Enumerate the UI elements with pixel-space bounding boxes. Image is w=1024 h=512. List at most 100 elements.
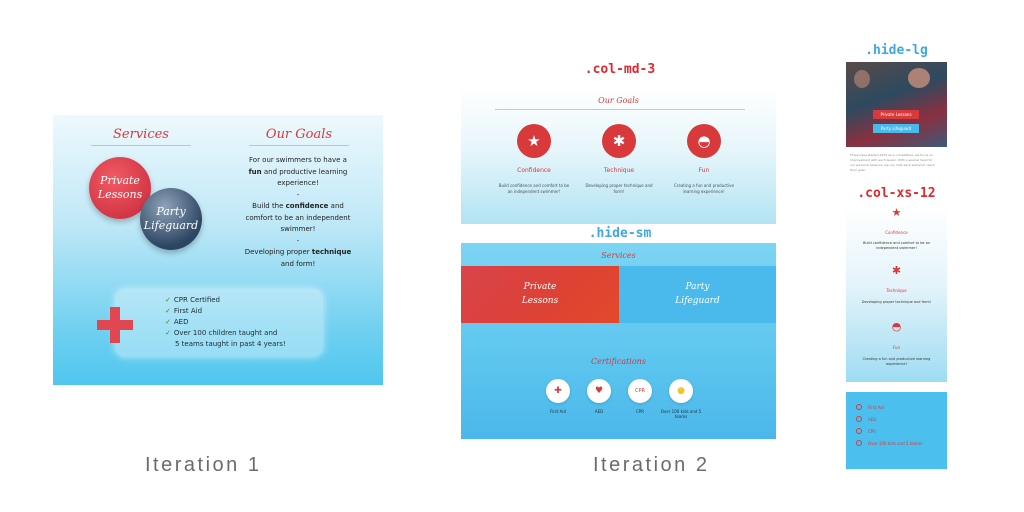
goals-line-start: Developing proper bbox=[244, 248, 312, 256]
intro-line: Three have started 2015 as a competitive… bbox=[850, 153, 933, 157]
mobile-goal-fun-label: Fun bbox=[892, 345, 901, 350]
swimmer-figure bbox=[908, 68, 930, 88]
desc-line: Creating a fun and productive bbox=[674, 183, 734, 188]
intro-line: improvement with each lesson. With a spe… bbox=[850, 158, 933, 162]
goals-line: Developing proper technique bbox=[233, 247, 363, 259]
intro-line: their goal! bbox=[850, 168, 866, 172]
goal-fun-label: Fun bbox=[698, 167, 710, 174]
col-md-3-tag: .col-md-3 bbox=[584, 62, 656, 77]
swimmer-figure bbox=[854, 70, 870, 88]
swimmer-icon: ◓ bbox=[891, 320, 902, 333]
desc-line: learning experience! bbox=[683, 189, 725, 194]
goal-fun: ◓ bbox=[687, 124, 721, 158]
hero-private-lessons-button[interactable]: Private Lessons bbox=[873, 110, 919, 119]
goal-technique: ✱ bbox=[602, 124, 636, 158]
desc-line: an independent swimmer! bbox=[507, 189, 561, 194]
hide-lg-tag: .hide-lg bbox=[865, 43, 928, 58]
cert-label: 5 teams taught in past 4 years! bbox=[175, 340, 286, 348]
label-line: teams bbox=[674, 414, 688, 419]
certifications-box bbox=[115, 289, 323, 357]
label-line: Lessons bbox=[521, 296, 559, 306]
desc-line: Creating a fun and productive learning bbox=[862, 357, 931, 361]
swimmer-glyph: ◓ bbox=[697, 132, 711, 150]
cross-icon: ✚ bbox=[546, 379, 570, 403]
heart-icon: ♥ bbox=[587, 379, 611, 403]
cert-label: AED bbox=[173, 318, 189, 326]
check-icon: ✓ bbox=[165, 318, 171, 326]
services-rule bbox=[91, 145, 191, 146]
mobile-goals-panel: ★ Confidence Build confidence and comfor… bbox=[846, 206, 947, 382]
cpr-icon: CPR bbox=[628, 379, 652, 403]
goal-technique-label: Technique bbox=[603, 167, 635, 174]
mobile-goal-confidence-label: Confidence bbox=[885, 230, 908, 235]
mobile-cert-label: First Aid bbox=[868, 404, 885, 410]
hero-party-lifeguard-button[interactable]: Party Lifeguard bbox=[873, 124, 919, 133]
mobile-cert-label: CPR bbox=[868, 428, 876, 434]
desc-line: independent swimmer! bbox=[876, 246, 917, 250]
desc-line: experience! bbox=[886, 362, 907, 366]
mobile-cert-item: Over 100 kids and 5 teams bbox=[856, 440, 944, 446]
goals-line: Build the confidence and bbox=[233, 201, 363, 213]
desc-line: form! bbox=[613, 189, 625, 194]
mobile-goal-technique-desc: Developing proper technique and form! bbox=[861, 300, 932, 304]
certifications-heading: Certifications bbox=[591, 357, 646, 366]
mobile-cert-label: AED bbox=[868, 416, 877, 422]
cpr-glyph: CPR bbox=[635, 388, 645, 394]
certifications-list: ✓CPR Certified ✓First Aid ✓AED ✓Over 100… bbox=[165, 295, 325, 350]
services-heading: Services bbox=[113, 127, 169, 142]
col-xs-12-tag: .col-xs-12 bbox=[857, 186, 936, 201]
award-icon: ● bbox=[669, 379, 693, 403]
label-line: Party bbox=[685, 282, 710, 292]
private-lessons-label-1: Private bbox=[100, 174, 140, 187]
cert-first-aid: ✚ bbox=[546, 379, 570, 403]
goals-rule bbox=[495, 109, 745, 110]
cross-icon bbox=[856, 404, 862, 410]
mobile-goal-technique-label: Technique bbox=[886, 288, 907, 293]
check-icon: ✓ bbox=[165, 307, 171, 315]
iteration1-label: Iteration 1 bbox=[145, 454, 262, 476]
goals-line: For our swimmers to have a bbox=[249, 156, 347, 164]
goals-line-rest: and bbox=[328, 202, 344, 210]
desc-line: Build confidence and comfort to be bbox=[498, 183, 570, 188]
goals-technique: technique bbox=[311, 248, 352, 256]
cert-item: ✓CPR Certified bbox=[165, 295, 325, 306]
star-icon: ★ bbox=[891, 206, 902, 219]
private-lessons-label-2: Lessons bbox=[97, 188, 143, 201]
star-icon: ★ bbox=[517, 124, 551, 158]
label-line: Lifeguard bbox=[675, 296, 720, 306]
goals-line: comfort to be an independent bbox=[245, 213, 351, 222]
heart-glyph: ♥ bbox=[594, 386, 604, 396]
cert-aed-label: AED bbox=[594, 409, 604, 414]
cpr-icon bbox=[856, 428, 862, 434]
heart-icon bbox=[856, 416, 862, 422]
check-icon: ✓ bbox=[165, 329, 171, 337]
cert-label: Over 100 children taught and bbox=[173, 329, 278, 337]
goals-line: experience! bbox=[277, 179, 319, 187]
gear-icon: ✱ bbox=[891, 264, 902, 277]
services-heading: Services bbox=[601, 251, 636, 260]
goals-separator: - bbox=[296, 190, 300, 199]
cert-award: ● bbox=[669, 379, 693, 403]
goals-rule bbox=[249, 145, 349, 146]
label-line: Private bbox=[523, 282, 557, 292]
mobile-cert-item: AED bbox=[856, 416, 944, 422]
intro-line: our personal sessions, we can help each … bbox=[850, 163, 935, 167]
cert-item: 5 teams taught in past 4 years! bbox=[165, 339, 325, 350]
intro-paragraph: Three have started 2015 as a competitive… bbox=[850, 153, 943, 173]
cert-item: ✓AED bbox=[165, 317, 325, 328]
goals-line: swimmer! bbox=[280, 225, 316, 233]
mobile-cert-item: CPR bbox=[856, 428, 944, 434]
gear-glyph: ✱ bbox=[612, 132, 626, 150]
mobile-certifications-panel: First Aid AED CPR Over 100 kids and 5 te… bbox=[846, 392, 947, 469]
